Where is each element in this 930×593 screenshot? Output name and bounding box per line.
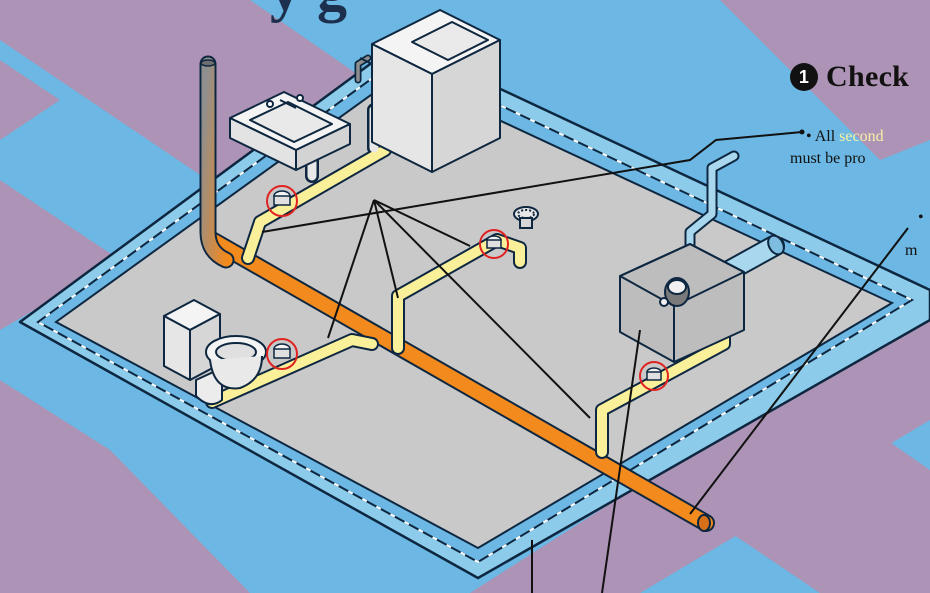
note-line-4: m (905, 242, 918, 259)
page-title-fragment: y g (270, 0, 348, 25)
sump-pit (619, 243, 745, 363)
callout-lines (261, 131, 909, 593)
section-heading-text: Check (826, 60, 910, 93)
note-line-2: must be pro (790, 150, 866, 167)
step-number-badge: 1 (790, 63, 818, 91)
cleanout-marker (639, 361, 669, 391)
cleanout-markers (266, 185, 669, 391)
main-drain-pipe (203, 231, 715, 532)
vent-stack (199, 55, 235, 269)
note-line-1-prefix: • All (806, 128, 840, 145)
callout-dot (799, 129, 805, 135)
concrete-slab (54, 72, 895, 550)
cleanout-marker (479, 229, 509, 259)
toilet (163, 299, 267, 406)
section-heading: 1 Check (790, 60, 909, 94)
note-line-1-highlight: second (839, 128, 884, 145)
cleanout-marker (266, 338, 298, 370)
note-line-1: • All second (806, 128, 884, 146)
cleanout-marker (266, 185, 298, 217)
floor-drain (513, 206, 539, 229)
sink (229, 91, 351, 171)
washing-machine (359, 9, 501, 173)
note-line-3: • (918, 209, 924, 226)
